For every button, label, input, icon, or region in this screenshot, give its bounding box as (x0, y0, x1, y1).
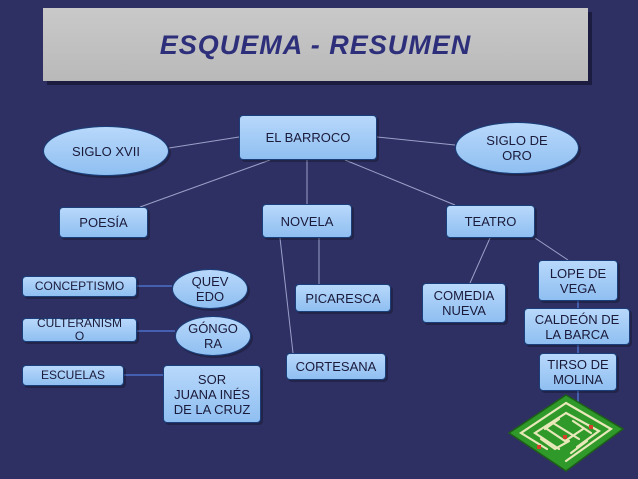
node-lope-de-vega[interactable]: LOPE DE VEGA (538, 260, 618, 301)
edge-barroco-teatro (344, 159, 456, 206)
node-picaresca[interactable]: PICARESCA (295, 284, 391, 312)
edge-novela-cortesana (279, 237, 294, 354)
node-sor-juana[interactable]: SOR JUANA INÉS DE LA CRUZ (163, 365, 261, 423)
node-gongora[interactable]: GÓNGO RA (175, 316, 251, 356)
edge-barroco-siglo-xvii (168, 136, 240, 149)
edge-teatro-lope (534, 237, 569, 261)
node-poesia[interactable]: POESÍA (59, 207, 148, 238)
node-quevedo[interactable]: QUEV EDO (172, 269, 248, 309)
node-novela[interactable]: NOVELA (262, 204, 352, 238)
maze-icon (507, 394, 625, 472)
node-conceptismo[interactable]: CONCEPTISMO (22, 276, 137, 297)
node-barroco[interactable]: EL BARROCO (239, 115, 377, 160)
title-banner: ESQUEMA - RESUMEN (43, 8, 588, 81)
page-title: ESQUEMA - RESUMEN (159, 30, 472, 60)
edge-barroco-siglo-de-oro (376, 136, 456, 146)
node-siglo-de-oro[interactable]: SIGLO DE ORO (455, 122, 579, 174)
node-comedia-nueva[interactable]: COMEDIA NUEVA (422, 283, 506, 323)
node-tirso[interactable]: TIRSO DE MOLINA (539, 353, 617, 391)
edge-barroco-poesia (139, 159, 271, 208)
node-calderon[interactable]: CALDEÓN DE LA BARCA (524, 308, 630, 345)
node-teatro[interactable]: TEATRO (446, 205, 535, 238)
node-cortesana[interactable]: CORTESANA (286, 353, 386, 380)
node-siglo-xvii[interactable]: SIGLO XVII (43, 126, 169, 176)
node-culteranismo[interactable]: CULTERANISM O (22, 317, 137, 343)
edge-teatro-comedia (469, 237, 491, 284)
node-escuelas[interactable]: ESCUELAS (22, 365, 124, 386)
